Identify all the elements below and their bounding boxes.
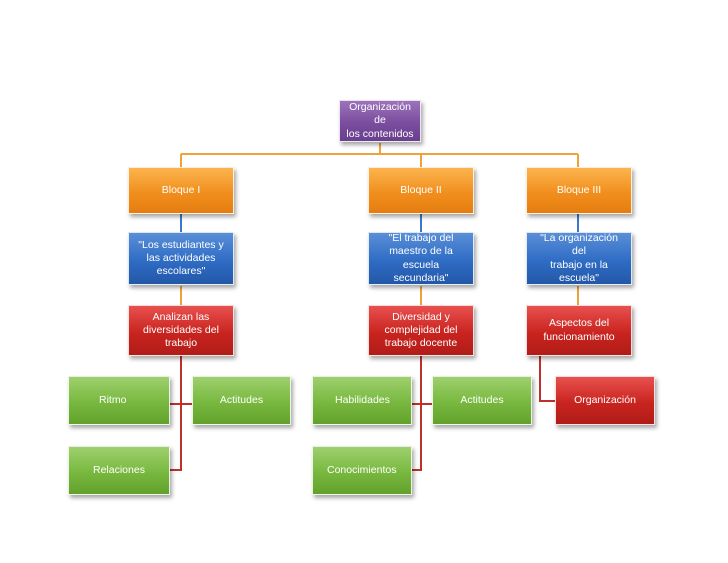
block-3-subtitle-node[interactable]: "La organización del trabajo en la escue…	[526, 232, 632, 285]
block-3-item-organizacion[interactable]: Organización	[555, 376, 655, 425]
block-1-subtitle-node[interactable]: "Los estudiantes y las actividades escol…	[128, 232, 234, 285]
block-2-subtitle-node[interactable]: "El trabajo del maestro de la escuela se…	[368, 232, 474, 285]
block-2-item-conocimientos[interactable]: Conocimientos	[312, 446, 412, 495]
block-1-item-ritmo[interactable]: Ritmo	[68, 376, 170, 425]
block-1-detail-node[interactable]: Analizan las diversidades del trabajo	[128, 305, 234, 356]
block-connectors	[180, 214, 579, 233]
block-1-node[interactable]: Bloque I	[128, 167, 234, 214]
connector-b1-items	[170, 356, 192, 471]
block-2-node[interactable]: Bloque II	[368, 167, 474, 214]
connector-b2-items	[412, 356, 432, 471]
block-2-detail-node[interactable]: Diversidad y complejidad del trabajo doc…	[368, 305, 474, 356]
block-2-item-habilidades[interactable]: Habilidades	[312, 376, 412, 425]
connector-b3-items	[539, 356, 555, 402]
block-3-node[interactable]: Bloque III	[526, 167, 632, 214]
block-1-item-actitudes[interactable]: Actitudes	[192, 376, 291, 425]
root-connectors	[180, 143, 579, 169]
root-node[interactable]: Organización de los contenidos	[339, 100, 421, 142]
block-2-item-actitudes[interactable]: Actitudes	[432, 376, 532, 425]
item-connectors	[170, 356, 555, 471]
block-1-item-relaciones[interactable]: Relaciones	[68, 446, 170, 495]
block-3-detail-node[interactable]: Aspectos del funcionamiento	[526, 305, 632, 356]
subtitle-connectors	[180, 286, 579, 306]
